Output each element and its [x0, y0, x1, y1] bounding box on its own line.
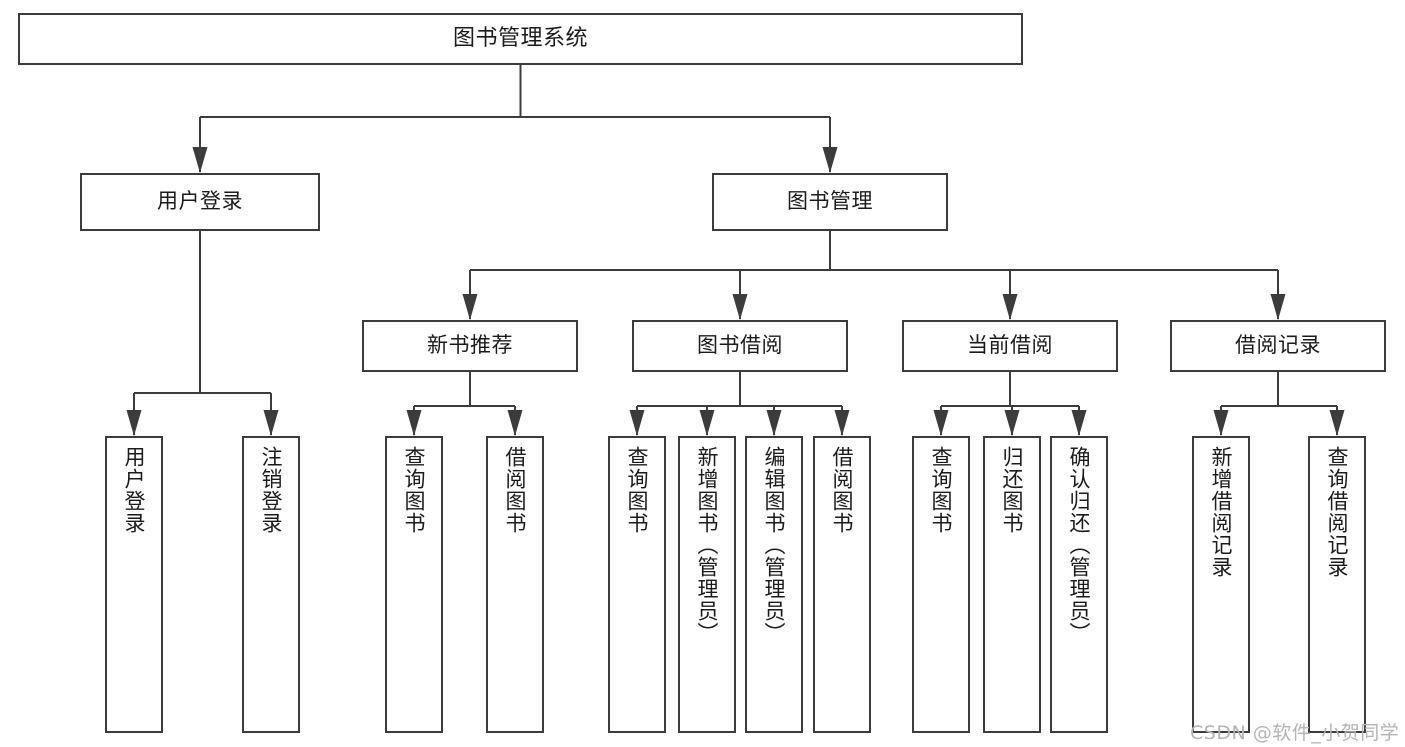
node-label: 借阅图书 — [830, 446, 855, 534]
node-leaf-bw-edit: 编辑图书（管理员） — [745, 436, 803, 733]
node-label: 新增借阅记录 — [1209, 446, 1234, 578]
node-label: 注销登录 — [259, 446, 284, 534]
node-label: 图书借阅 — [697, 333, 783, 358]
node-label: 查询图书 — [625, 446, 650, 534]
node-label: 归还图书 — [1000, 446, 1025, 534]
node-label: 借阅图书 — [503, 446, 528, 534]
node-leaf-user-login: 用户登录 — [105, 436, 163, 733]
node-current: 当前借阅 — [902, 320, 1118, 372]
node-leaf-user-logout: 注销登录 — [242, 436, 300, 733]
node-label: 图书管理系统 — [452, 25, 588, 51]
node-leaf-cur-query: 查询图书 — [912, 436, 970, 733]
node-leaf-bw-add: 新增图书（管理员） — [678, 436, 736, 733]
node-label: 用户登录 — [122, 446, 147, 534]
node-label: 用户登录 — [157, 189, 243, 214]
node-label: 借阅记录 — [1235, 333, 1321, 358]
node-label: 新书推荐 — [427, 333, 513, 358]
node-leaf-cur-confirm: 确认归还（管理员） — [1050, 436, 1108, 733]
node-label: 查询借阅记录 — [1325, 446, 1350, 578]
node-records: 借阅记录 — [1170, 320, 1386, 372]
node-label: 查询图书 — [402, 446, 427, 534]
node-borrow: 图书借阅 — [632, 320, 848, 372]
node-label: 编辑图书（管理员） — [762, 446, 787, 644]
node-bookmgmt: 图书管理 — [712, 173, 948, 231]
node-label: 确认归还（管理员） — [1067, 446, 1092, 644]
node-leaf-rec-add: 新增借阅记录 — [1192, 436, 1250, 733]
node-leaf-nb-borrow: 借阅图书 — [486, 436, 544, 733]
node-leaf-bw-query: 查询图书 — [608, 436, 666, 733]
watermark-text: CSDN @软件_小贺同学 — [1190, 722, 1400, 744]
node-login: 用户登录 — [80, 173, 320, 231]
node-root: 图书管理系统 — [18, 13, 1023, 65]
node-label: 当前借阅 — [967, 333, 1053, 358]
node-newbook: 新书推荐 — [362, 320, 578, 372]
node-leaf-rec-query: 查询借阅记录 — [1308, 436, 1366, 733]
node-label: 查询图书 — [929, 446, 954, 534]
node-label: 新增图书（管理员） — [695, 446, 720, 644]
node-leaf-nb-query: 查询图书 — [385, 436, 443, 733]
node-leaf-cur-return: 归还图书 — [983, 436, 1041, 733]
node-leaf-bw-borrow: 借阅图书 — [813, 436, 871, 733]
node-label: 图书管理 — [787, 189, 873, 214]
